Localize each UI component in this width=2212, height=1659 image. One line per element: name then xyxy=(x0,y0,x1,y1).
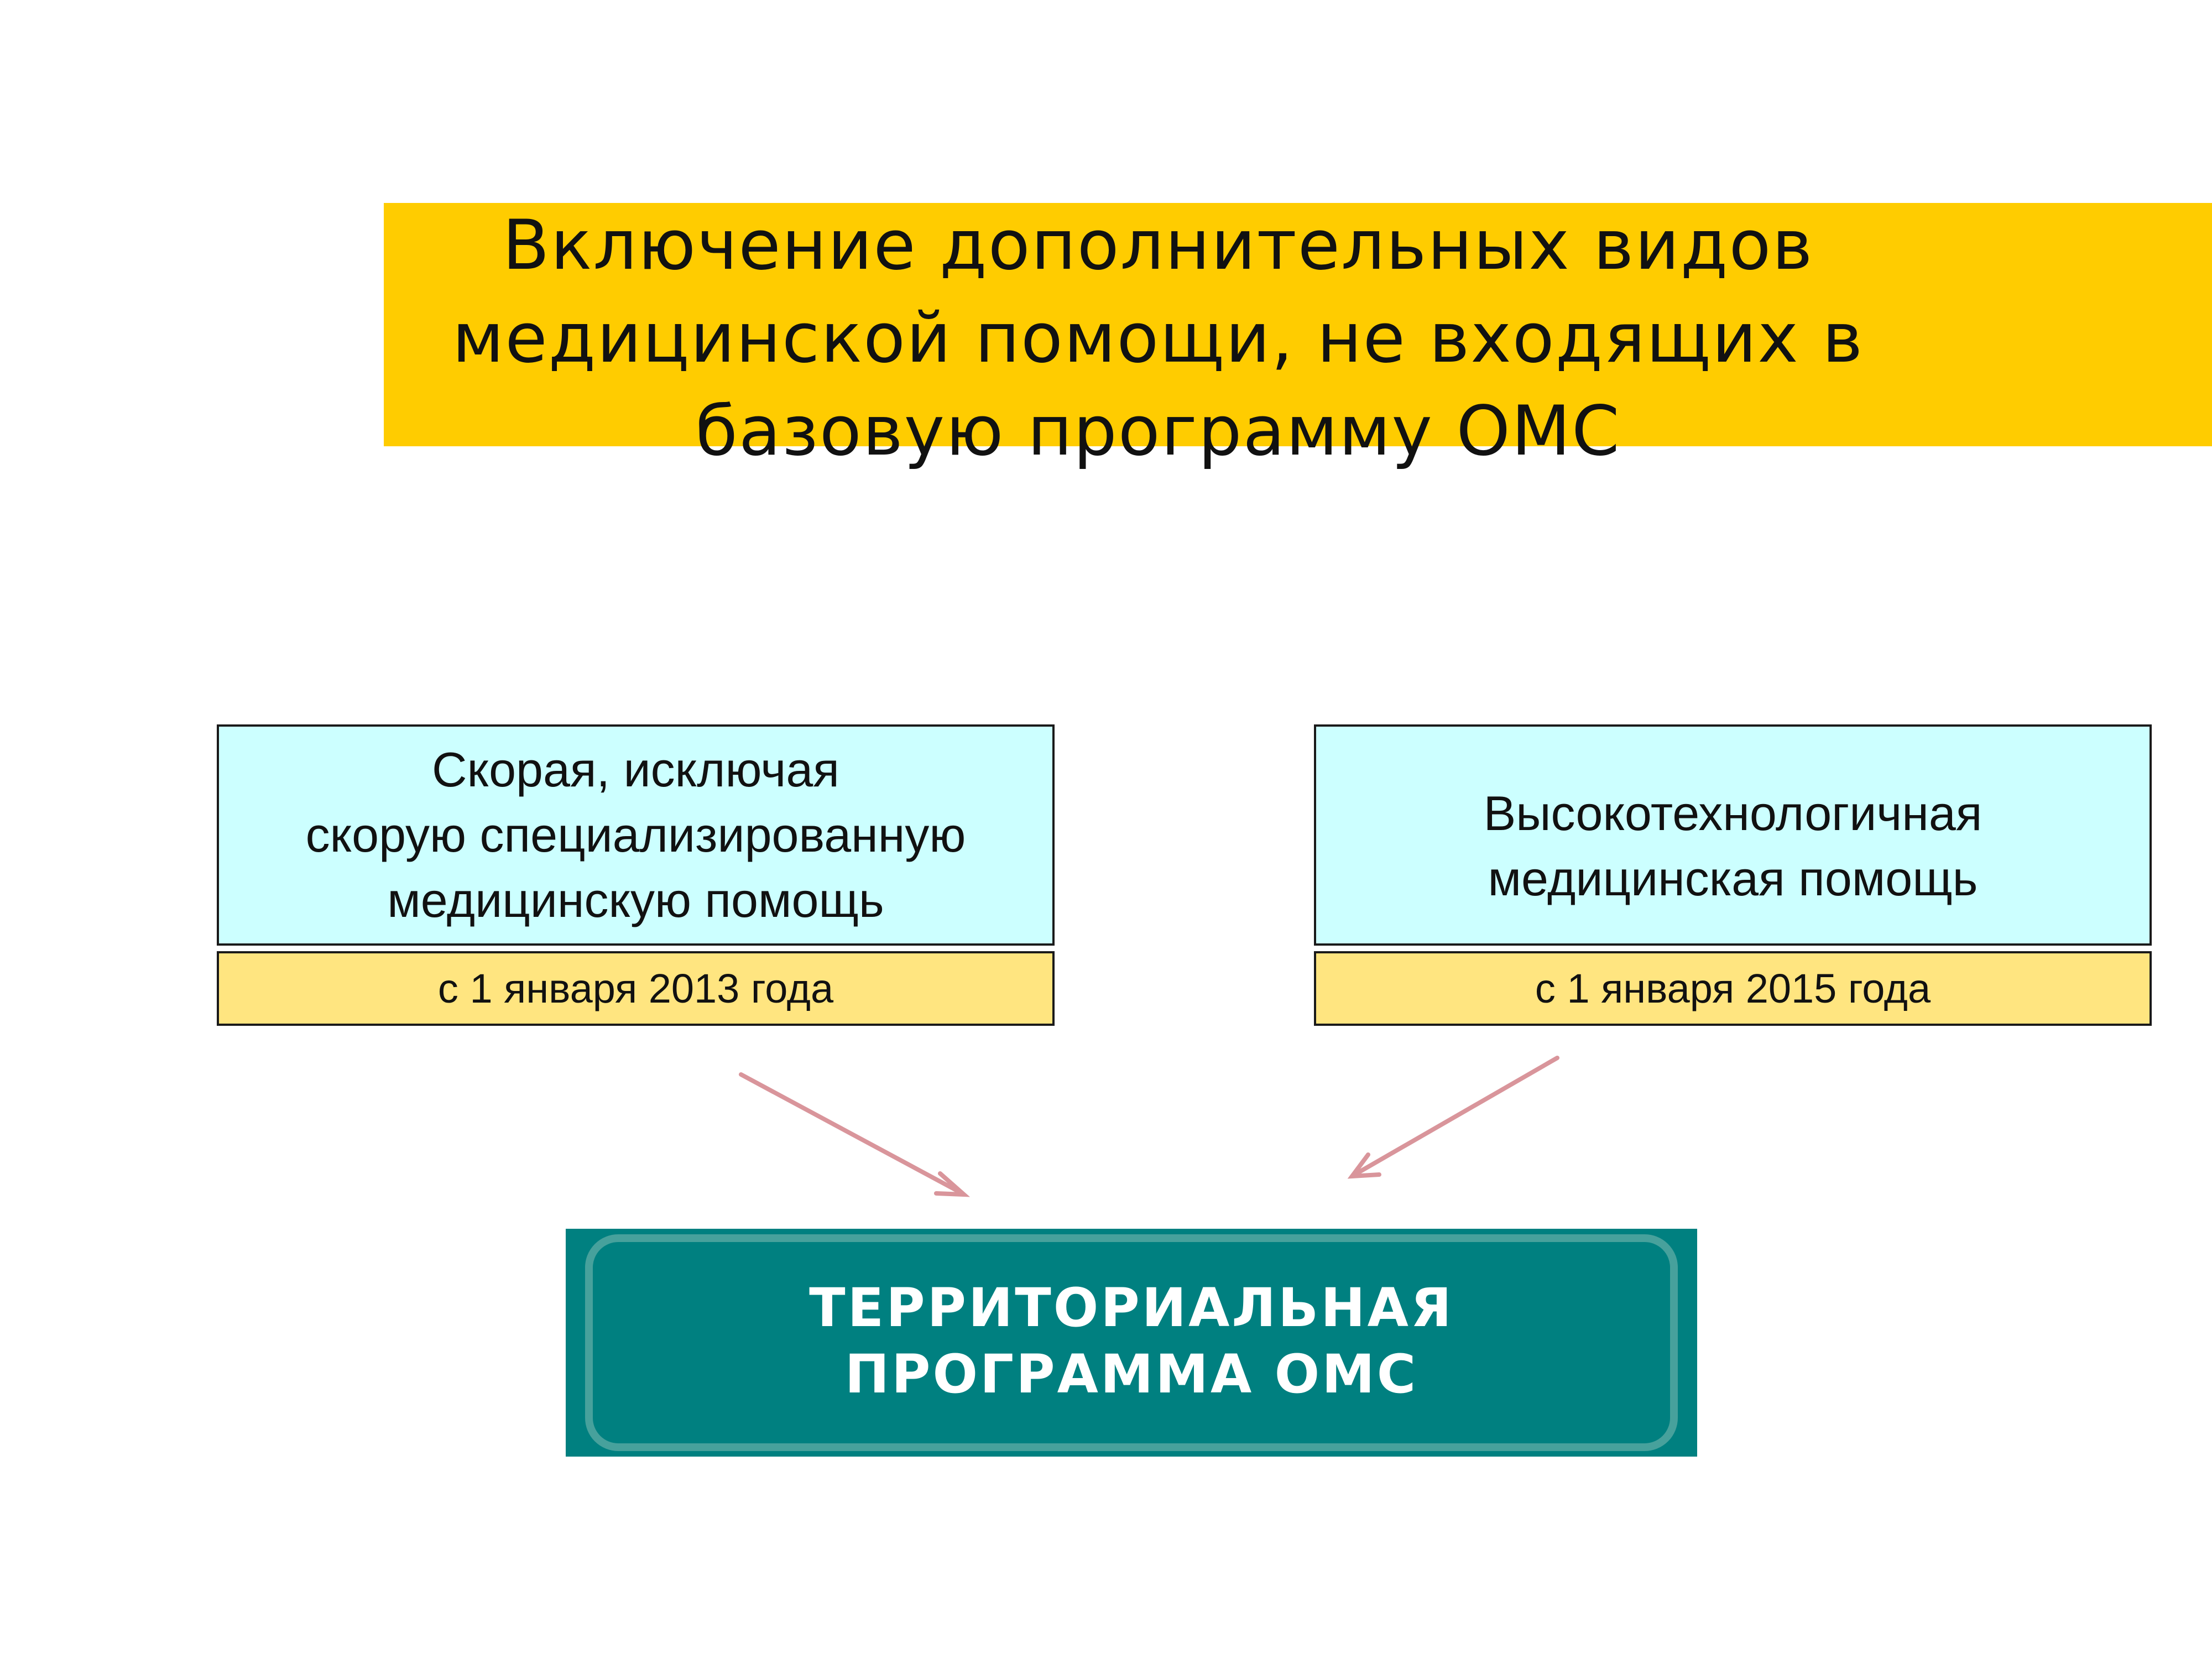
emergency-care-date: с 1 января 2013 года xyxy=(217,951,1055,1026)
title-line: Включение дополнительных видов xyxy=(502,206,1814,285)
territorial-program-label: ТЕРРИТОРИАЛЬНАЯ ПРОГРАММА ОМС xyxy=(566,1275,1697,1407)
box-line: медицинскую помощь xyxy=(387,873,884,927)
box-line: медицинская помощь xyxy=(1488,851,1978,906)
right-arrow xyxy=(1347,1056,1559,1179)
territorial-program-inner-frame xyxy=(585,1234,1678,1451)
title-line: медицинской помощи, не входящих в xyxy=(452,299,1864,378)
title-line: базовую программу ОМС xyxy=(695,392,1621,471)
title-banner xyxy=(384,203,2212,446)
high-tech-care-box: Высокотехнологичная медицинская помощь xyxy=(1314,724,2152,946)
target-line: ТЕРРИТОРИАЛЬНАЯ xyxy=(809,1277,1454,1339)
box-line: скорую специализированную xyxy=(305,807,966,862)
box-line: Высокотехнологичная xyxy=(1483,786,1983,841)
high-tech-care-date: с 1 января 2015 года xyxy=(1314,951,2152,1026)
target-line: ПРОГРАММА ОМС xyxy=(844,1343,1418,1405)
left-arrow xyxy=(739,1072,971,1197)
box-line: Скорая, исключая xyxy=(432,742,839,797)
slide-title: Включение дополнительных видов медицинск… xyxy=(384,199,1932,478)
emergency-care-box: Скорая, исключая скорую специализированн… xyxy=(217,724,1055,946)
